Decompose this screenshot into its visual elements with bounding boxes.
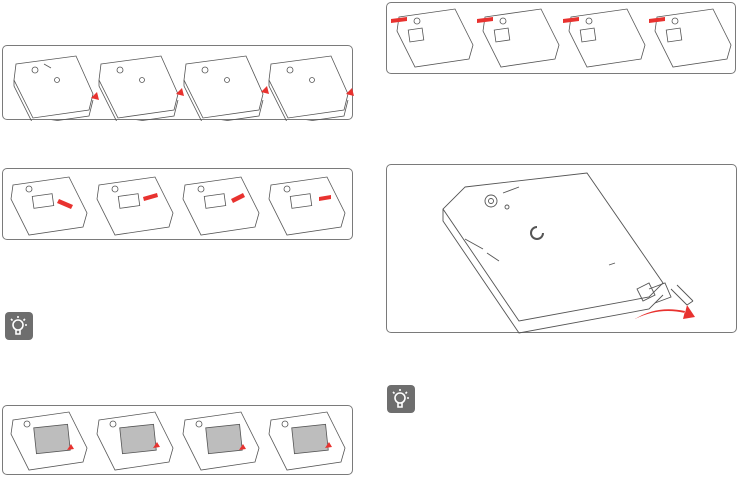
cover-removal-panel	[2, 45, 353, 120]
lightbulb-tip-icon	[387, 385, 415, 413]
sim-insert-panel	[2, 168, 353, 240]
lightbulb-tip-icon	[5, 312, 33, 340]
battery-insert-panel	[2, 405, 353, 475]
sim-remove-panel	[386, 2, 736, 74]
charger-panel	[386, 164, 737, 333]
